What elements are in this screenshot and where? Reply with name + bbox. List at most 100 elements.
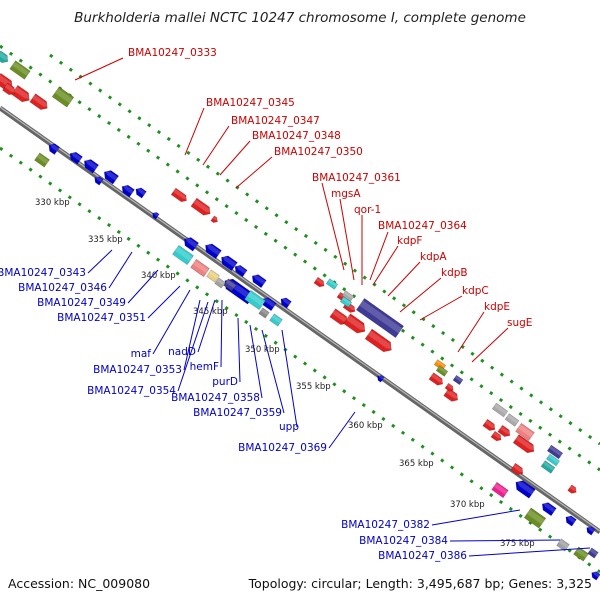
gene-feature [205, 243, 222, 260]
gene-feature [586, 526, 596, 536]
scale-tick-label: 330 kbp [35, 198, 70, 208]
forward-gene-label: mgsA [331, 188, 361, 200]
gene-feature [190, 258, 210, 278]
forward-gene-label: kdpE [484, 301, 510, 313]
gene-feature [210, 215, 219, 223]
gene-feature [135, 187, 147, 199]
forward-gene-label: kdpC [462, 285, 489, 297]
gene-feature [490, 430, 502, 442]
reverse-label-leader [281, 329, 298, 428]
forward-label-leader [457, 311, 485, 353]
reverse-label-leader [197, 299, 216, 353]
gene-feature [29, 93, 49, 111]
topology-summary: Topology: circular; Length: 3,495,687 bp… [248, 576, 592, 591]
forward-gene-label: kdpB [441, 267, 468, 279]
gene-feature [515, 422, 535, 442]
gene-feature [325, 278, 339, 290]
gene-feature [546, 444, 564, 460]
reverse-gene-label: BMA10247_0369 [238, 442, 327, 454]
gene-feature [341, 290, 355, 302]
forward-label-leader [202, 125, 230, 166]
reverse-label-leader [87, 249, 113, 274]
forward-gene-label: kdpA [420, 251, 447, 263]
reverse-label-leader [449, 539, 561, 542]
gene-feature [443, 387, 459, 402]
gene-feature [435, 365, 449, 377]
reverse-gene-label: BMA10247_0358 [171, 392, 260, 404]
accession-text: Accession: NC_009080 [8, 576, 151, 591]
gene-feature [234, 265, 248, 278]
gene-feature [491, 481, 509, 499]
reverse-label-leader [147, 285, 181, 319]
gene-feature [313, 276, 325, 288]
gene-features [0, 50, 600, 581]
map-title: Burkholderia mallei NCTC 10247 chromosom… [74, 10, 526, 26]
gene-feature [444, 382, 455, 392]
gene-feature [214, 277, 226, 289]
forward-label-leader [184, 107, 205, 156]
gene-feature [339, 296, 353, 308]
gene-feature [0, 50, 9, 64]
forward-label-leader [387, 261, 421, 297]
gene-feature [545, 453, 561, 467]
reverse-gene-label: BMA10247_0353 [93, 364, 182, 376]
scale-tick-label: 350 kbp [245, 345, 280, 355]
gene-feature [428, 372, 444, 386]
gene-feature [183, 237, 200, 252]
gene-feature [251, 274, 267, 289]
reverse-label-leader [220, 299, 223, 368]
reverse-gene-label: BMA10247_0351 [57, 312, 146, 324]
reverse-gene-label: nadD [168, 346, 196, 358]
reverse-label-leader [431, 509, 521, 526]
forward-label-leader [399, 277, 442, 313]
scale-tick-label: 345 kbp [193, 307, 228, 317]
reverse-label-leader [152, 289, 191, 355]
gene-feature [206, 269, 220, 283]
gene-feature [565, 515, 577, 527]
gene-feature [452, 374, 464, 386]
scale-tick-label: 375 kbp [500, 539, 535, 549]
scale-tick-label: 360 kbp [348, 421, 383, 431]
forward-label-leader [74, 57, 124, 81]
gene-feature [482, 418, 496, 431]
gene-feature [329, 308, 349, 326]
forward-gene-label: BMA10247_0347 [231, 115, 320, 127]
forward-gene-label: BMA10247_0364 [378, 220, 467, 232]
reverse-gene-label: upp [279, 421, 299, 433]
forward-gene-label: sugE [507, 317, 532, 329]
gene-feature [223, 278, 237, 292]
forward-label-leader [339, 198, 355, 281]
reverse-label-leader [249, 324, 263, 399]
gene-feature [491, 402, 509, 418]
forward-inner-track [49, 53, 600, 446]
gene-feature [515, 480, 536, 499]
gene-feature [244, 289, 266, 311]
reverse-label-leader [127, 269, 159, 304]
reverse-gene-label: maf [131, 348, 152, 360]
reverse-gene-label: BMA10247_0346 [18, 282, 107, 294]
reverse-label-leader [177, 301, 209, 392]
gene-feature [377, 375, 385, 383]
scale-tick-label: 340 kbp [141, 271, 176, 281]
gene-feature [51, 86, 75, 108]
gene-feature [121, 184, 135, 198]
reverse-gene-label: purD [212, 376, 238, 388]
gene-feature [510, 462, 524, 475]
gene-feature [504, 413, 520, 427]
reverse-label-leader [108, 251, 133, 289]
reverse-gene-label: BMA10247_0349 [37, 297, 126, 309]
gene-feature [258, 307, 270, 319]
gene-feature [269, 313, 283, 327]
reverse-gene-label: BMA10247_0343 [0, 267, 86, 279]
scale-tick-label: 370 kbp [450, 500, 485, 510]
forward-label-leader [235, 156, 273, 189]
forward-gene-label: qor-1 [354, 204, 381, 216]
forward-gene-label: BMA10247_0348 [252, 130, 341, 142]
scale-tick-label: 335 kbp [88, 235, 123, 245]
forward-gene-label: kdpF [397, 235, 422, 247]
reverse-label-leader [468, 547, 591, 557]
reverse-gene-label: hemF [190, 361, 219, 373]
gene-feature [512, 434, 535, 454]
